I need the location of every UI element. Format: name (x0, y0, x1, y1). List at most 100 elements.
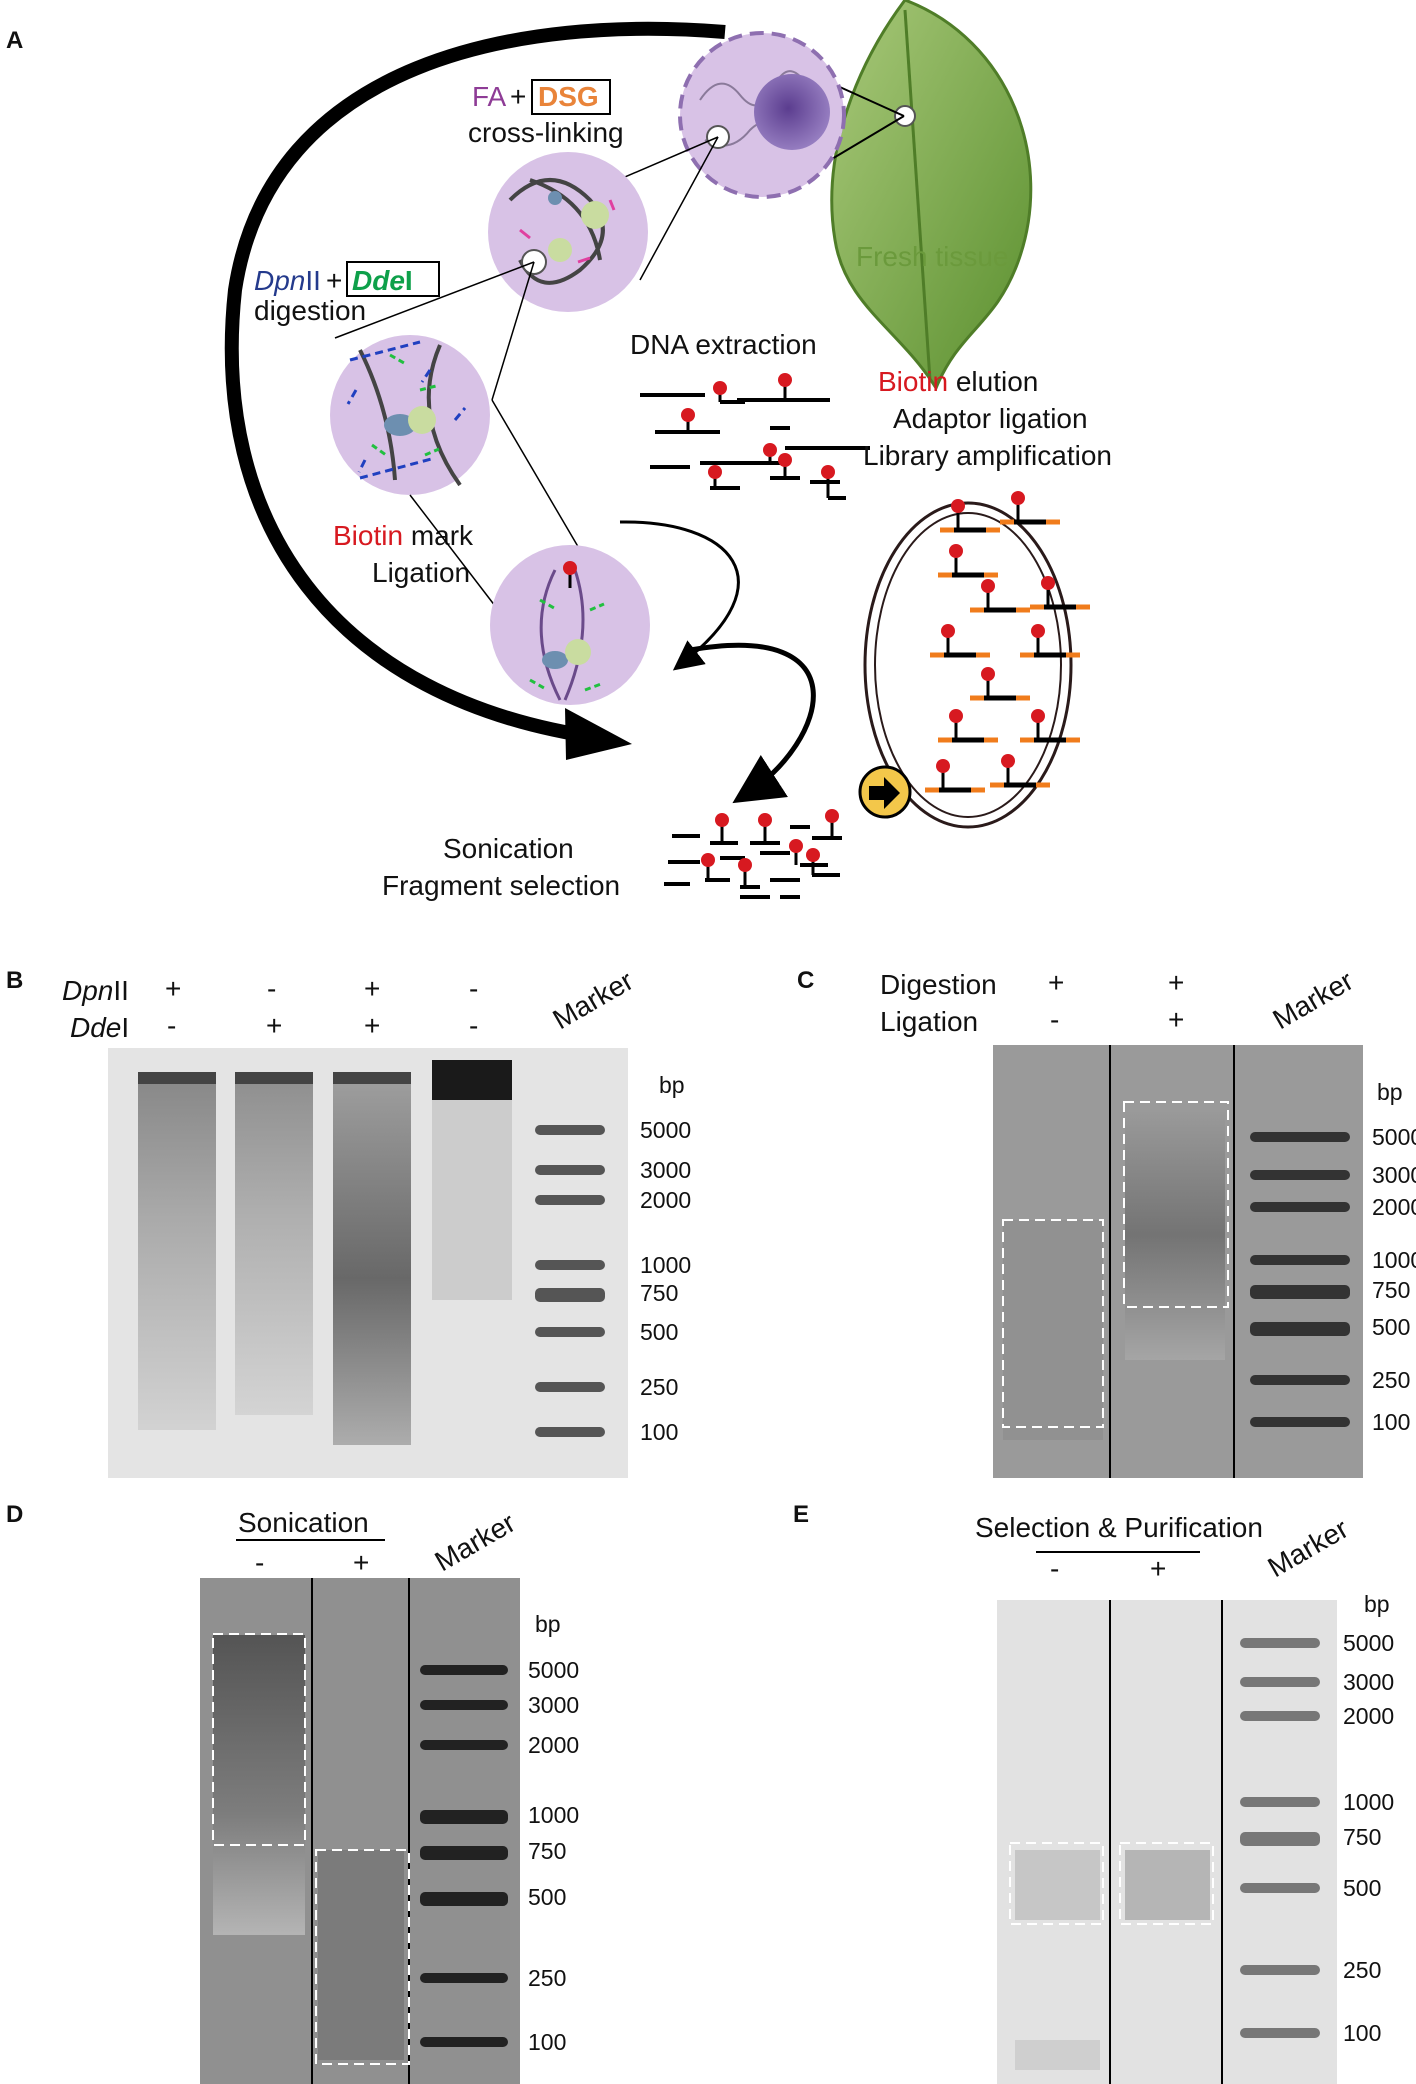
flow-arrow-2 (689, 642, 816, 804)
c-bp-label: bp (1377, 1079, 1403, 1105)
size-label: 500 (1372, 1314, 1410, 1340)
dpn-plus: + (326, 265, 342, 296)
marker-band (420, 2037, 508, 2047)
library-fragment (940, 499, 1000, 533)
marker-band (1250, 1170, 1350, 1180)
b-dpn-label: DpnII (62, 975, 129, 1006)
crosslinking-label: cross-linking (468, 117, 624, 148)
biotin-elution-label: Biotin elution (878, 366, 1038, 397)
e-lane-1: - (1050, 1553, 1059, 1584)
d-lane-2: + (353, 1547, 369, 1578)
marker-band (535, 1327, 605, 1337)
marker-band (1250, 1255, 1350, 1265)
e-marker-label: Marker (1263, 1513, 1354, 1583)
library-fragments (925, 491, 1090, 793)
size-label: 2000 (528, 1732, 579, 1758)
gel-c-marker-lane (1250, 1132, 1350, 1427)
size-label: 1000 (1343, 1789, 1394, 1815)
marker-band (535, 1195, 605, 1205)
size-label: 750 (1343, 1824, 1381, 1850)
size-label: 500 (1343, 1875, 1381, 1901)
marker-band (1240, 1677, 1320, 1687)
marker-band (1240, 2028, 1320, 2038)
marker-band (1240, 1638, 1320, 1648)
size-label: 3000 (1343, 1669, 1394, 1695)
size-label: 750 (528, 1838, 566, 1864)
b-dpn-lane-4: - (469, 973, 478, 1004)
c-box-lane-1 (1002, 1219, 1104, 1428)
b-dpn-lane-2: - (267, 973, 276, 1004)
dsg-label: DSG (538, 81, 599, 112)
marker-band (420, 1665, 508, 1675)
gel-d-marker-lane (420, 1665, 508, 2047)
e-selection-label: Selection & Purification (975, 1512, 1263, 1543)
library-fragment (938, 709, 998, 743)
biotin-mark-label: Biotin mark (333, 520, 474, 551)
size-label: 750 (1372, 1277, 1410, 1303)
marker-band (1250, 1322, 1350, 1336)
panel-label-c: C (797, 967, 814, 994)
b-dde-lane-1: - (167, 1010, 176, 1041)
marker-band (1250, 1417, 1350, 1427)
size-label: 5000 (1372, 1124, 1416, 1150)
c-lig-lane-1: - (1050, 1004, 1059, 1035)
library-fragment (930, 624, 990, 658)
size-label: 2000 (1343, 1703, 1394, 1729)
flow-arrow-1 (619, 520, 740, 671)
size-label: 5000 (528, 1657, 579, 1683)
library-fragment (990, 754, 1050, 788)
marker-band (420, 1846, 508, 1860)
size-label: 250 (640, 1374, 678, 1400)
marker-band (535, 1427, 605, 1437)
size-label: 100 (1372, 1409, 1410, 1435)
panel-label-d: D (6, 1501, 23, 1528)
size-label: 500 (640, 1319, 678, 1345)
next-step-arrow-icon (858, 765, 912, 819)
size-label: 100 (528, 2029, 566, 2055)
library-fragment (1020, 624, 1080, 658)
e-lane-2: + (1150, 1553, 1166, 1584)
panel-label-b: B (6, 967, 23, 994)
marker-band (535, 1260, 605, 1270)
panel-label-e: E (793, 1501, 809, 1528)
library-fragment (938, 544, 998, 578)
d-marker-label: Marker (430, 1507, 521, 1577)
biotin-pins-sonication (701, 809, 839, 887)
d-lane-1: - (255, 1547, 264, 1578)
panel-label-a: A (6, 27, 23, 54)
size-label: 100 (640, 1419, 678, 1445)
b-dde-label: DdeI (70, 1012, 129, 1043)
c-dig-lane-1: + (1048, 967, 1064, 998)
library-fragment (970, 579, 1030, 613)
library-fragment (970, 667, 1030, 701)
marker-band (1240, 1711, 1320, 1721)
b-marker-label: Marker (548, 965, 639, 1035)
d-box-lane-1 (212, 1633, 306, 1846)
sonication-label: Sonication (443, 833, 574, 864)
size-label: 3000 (1372, 1162, 1416, 1188)
library-fragment (925, 759, 985, 793)
fragment-selection-label: Fragment selection (382, 870, 620, 901)
marker-band (535, 1288, 605, 1302)
marker-band (535, 1125, 605, 1135)
gel-b-marker-lane (535, 1125, 605, 1437)
library-fragment (1000, 491, 1060, 525)
biotin-pins-extraction (681, 373, 835, 498)
b-dpn-lane-3: + (364, 973, 380, 1004)
dde-label: DdeI (352, 265, 413, 296)
size-label: 500 (528, 1884, 566, 1910)
size-label: 1000 (640, 1252, 691, 1278)
gel-b-lanes (138, 1060, 512, 1445)
c-dig-lane-2: + (1168, 967, 1184, 998)
c-ligation-label: Ligation (880, 1006, 978, 1037)
size-label: 3000 (528, 1692, 579, 1718)
chromatin-circle-1 (488, 152, 648, 312)
digestion-label: digestion (254, 295, 366, 326)
fa-plus: + (510, 81, 526, 112)
c-box-lane-2 (1123, 1101, 1229, 1308)
